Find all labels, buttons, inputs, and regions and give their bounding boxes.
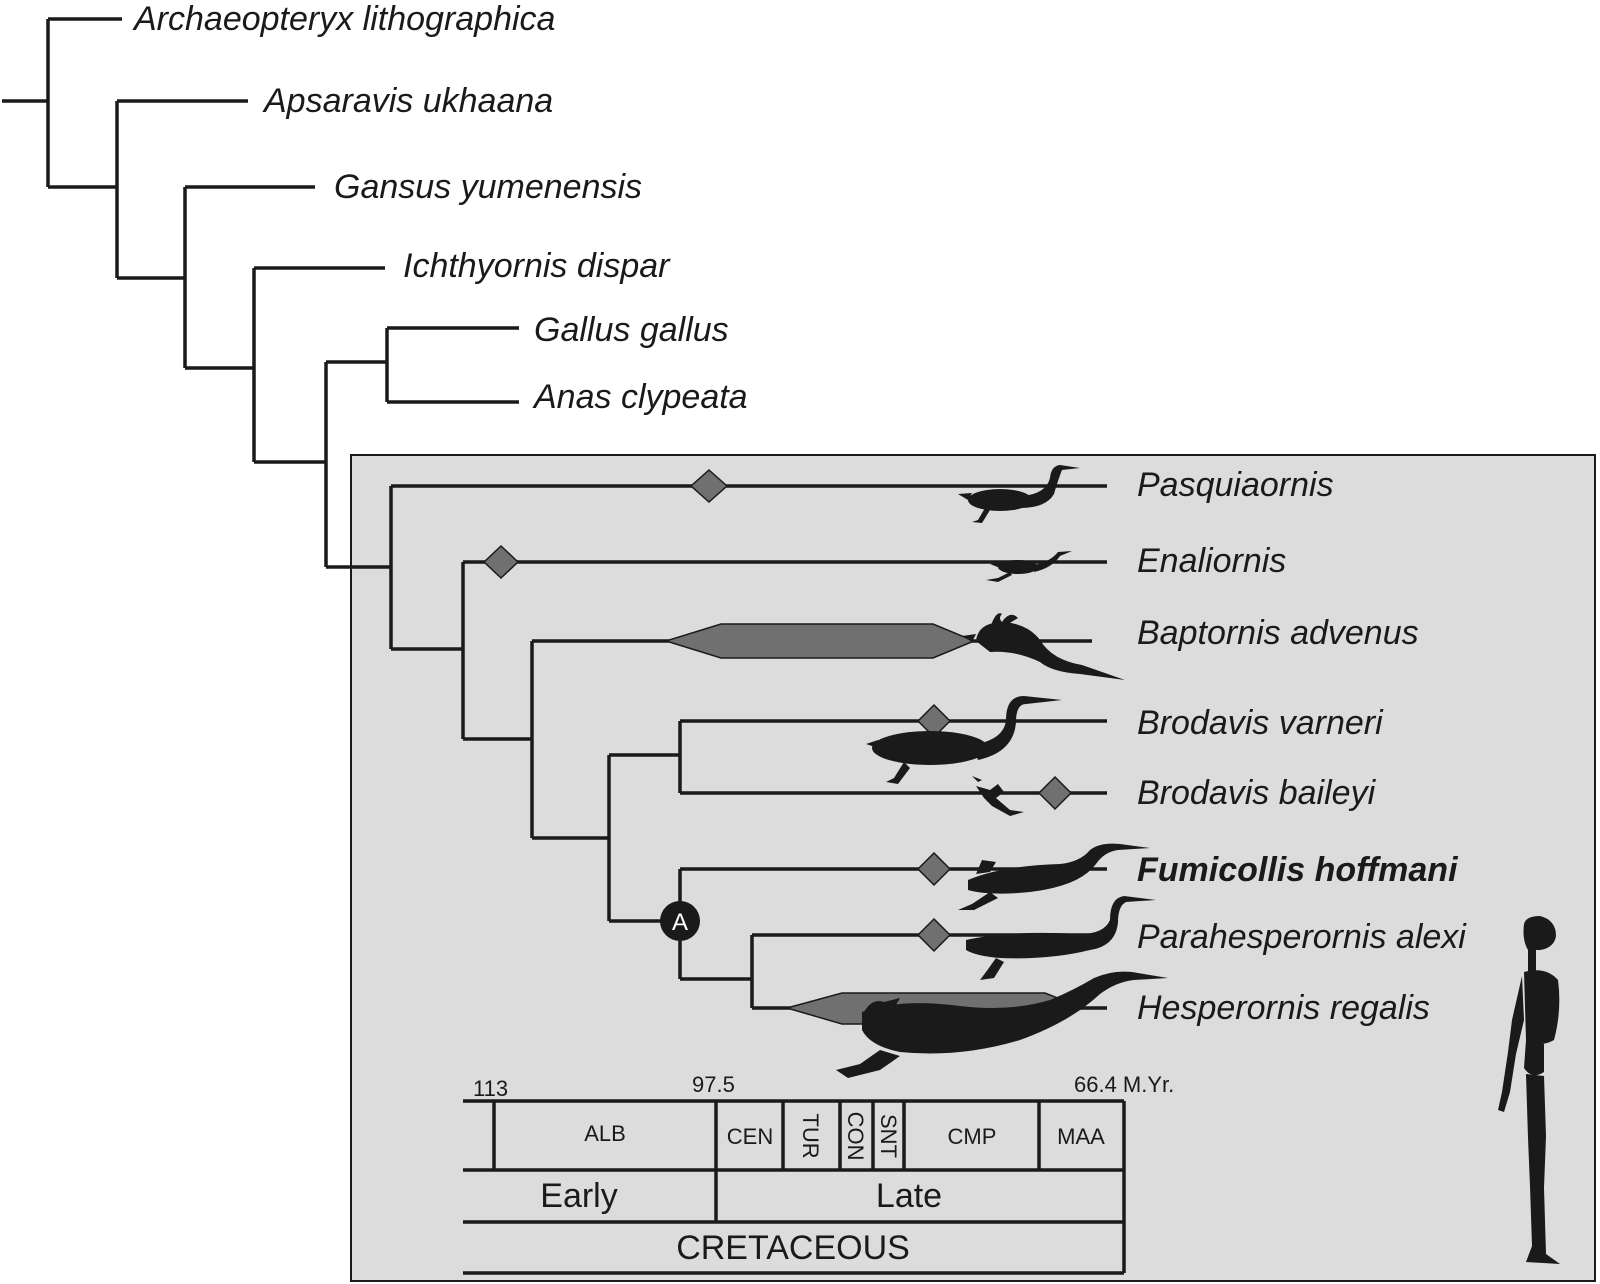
taxon-parahesperornis: Parahesperornis alexi xyxy=(1137,918,1467,956)
period-cretaceous: CRETACEOUS xyxy=(676,1229,910,1267)
silhouette-pasquiaornis xyxy=(958,465,1080,523)
stage-con: CON xyxy=(843,1112,868,1161)
range-diamond-parahesperornis xyxy=(916,917,952,953)
stage-cen: CEN xyxy=(727,1124,773,1149)
taxon-gansus: Gansus yumenensis xyxy=(334,168,642,206)
stage-maa: MAA xyxy=(1057,1124,1105,1149)
silhouette-hesperornis xyxy=(836,971,1168,1078)
taxon-anas: Anas clypeata xyxy=(532,378,748,416)
tick-label-97-5: 97.5 xyxy=(692,1072,735,1097)
outer-tree-branches xyxy=(2,17,519,569)
silhouette-parahesperornis xyxy=(966,896,1156,980)
taxon-ichthyornis: Ichthyornis dispar xyxy=(403,247,671,285)
tick-label-113: 113 xyxy=(473,1076,508,1101)
epoch-early: Early xyxy=(540,1177,617,1215)
range-diamond-pasquiaornis xyxy=(689,468,729,504)
stage-alb: ALB xyxy=(584,1121,626,1146)
taxon-apsaravis: Apsaravis ukhaana xyxy=(262,82,553,120)
taxon-brodavis-varneri: Brodavis varneri xyxy=(1137,704,1384,742)
taxon-pasquiaornis: Pasquiaornis xyxy=(1137,466,1334,504)
taxon-gallus: Gallus gallus xyxy=(534,311,729,349)
stage-tur: TUR xyxy=(798,1113,823,1158)
range-diamond-enaliornis xyxy=(482,544,520,580)
range-bar-baptornis xyxy=(663,623,976,659)
taxon-labels: Archaeopteryx lithographica Apsaravis uk… xyxy=(132,0,1467,1027)
silhouette-fumicollis xyxy=(958,843,1150,910)
range-diamond-fumicollis xyxy=(916,851,952,887)
silhouette-brodavis-varneri xyxy=(866,696,1062,784)
taxon-baptornis: Baptornis advenus xyxy=(1137,614,1419,652)
taxon-enaliornis: Enaliornis xyxy=(1137,542,1286,580)
epoch-late: Late xyxy=(876,1177,942,1215)
tick-label-66-4: 66.4 M.Yr. xyxy=(1074,1072,1174,1097)
silhouette-baptornis xyxy=(962,613,1125,680)
stage-cmp: CMP xyxy=(948,1124,997,1149)
taxon-brodavis-baileyi: Brodavis baileyi xyxy=(1137,774,1377,812)
skeleton-human-scale xyxy=(1498,916,1560,1264)
node-a-label: A xyxy=(672,909,688,936)
taxon-archaeopteryx: Archaeopteryx lithographica xyxy=(132,0,555,38)
range-diamond-brodavis-baileyi xyxy=(1037,775,1073,811)
taxon-fumicollis: Fumicollis hoffmani xyxy=(1137,851,1459,889)
time-scale: 113 97.5 66.4 M.Yr. ALB CEN TUR CON SNT … xyxy=(463,1072,1174,1275)
node-a-marker xyxy=(660,901,700,941)
stage-snt: SNT xyxy=(876,1114,901,1158)
silhouette-enaliornis xyxy=(986,551,1072,582)
silhouette-brodavis-baileyi xyxy=(972,776,1024,816)
taxon-hesperornis: Hesperornis regalis xyxy=(1137,989,1430,1027)
